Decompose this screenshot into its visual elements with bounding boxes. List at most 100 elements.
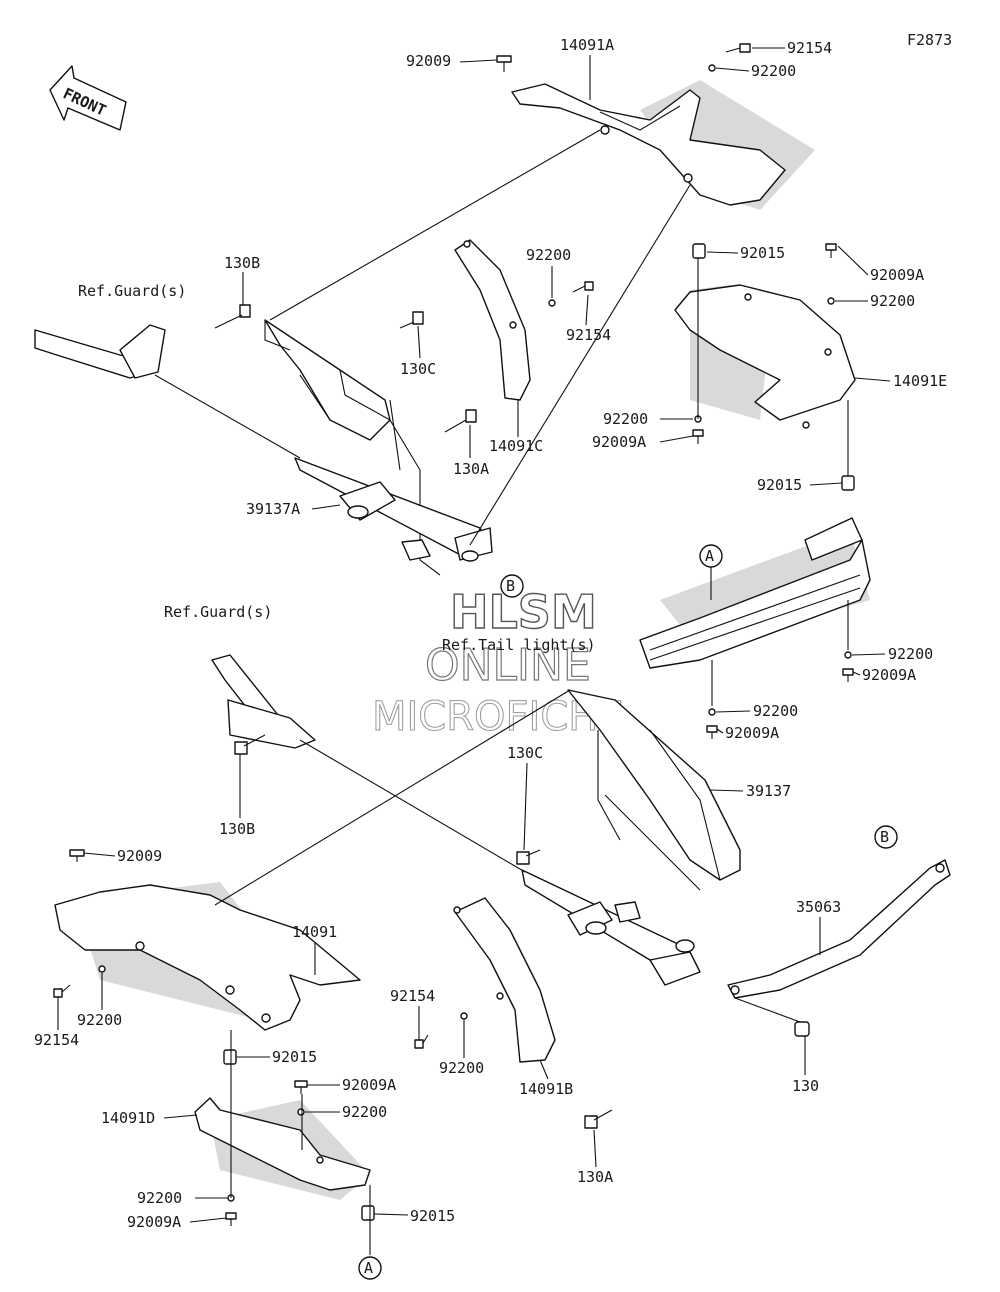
ref-guard-lower: Ref.Guard(s) <box>164 603 272 621</box>
label-14091B: 14091B <box>519 1080 573 1098</box>
label-92200: 92200 <box>137 1189 182 1207</box>
callout-a-bottom: A <box>358 1256 382 1280</box>
label-92200: 92200 <box>526 246 571 264</box>
label-92015: 92015 <box>740 244 785 262</box>
label-14091E: 14091E <box>893 372 947 390</box>
label-130B: 130B <box>219 820 255 838</box>
cover-14091 <box>54 882 361 1031</box>
callout-b-right-label: B <box>880 828 889 846</box>
label-92154: 92154 <box>34 1031 79 1049</box>
washer-icon <box>460 1012 468 1020</box>
label-92200: 92200 <box>888 645 933 663</box>
label-92200: 92200 <box>603 410 648 428</box>
label-130C: 130C <box>507 744 543 762</box>
panel-14091B <box>453 897 556 1063</box>
label-92009A: 92009A <box>870 266 924 284</box>
label-14091C: 14091C <box>489 437 543 455</box>
callout-a-top: A <box>699 544 723 600</box>
bolt-icon <box>53 984 71 998</box>
fasteners <box>53 43 855 1226</box>
label-14091A: 14091A <box>560 36 614 54</box>
bolt-icon <box>69 849 85 862</box>
bolt-icon <box>414 1034 429 1049</box>
label-14091: 14091 <box>292 923 337 941</box>
label-92009: 92009 <box>406 52 451 70</box>
label-92154: 92154 <box>787 39 832 57</box>
washer-icon <box>708 708 716 716</box>
bolt-icon <box>234 734 266 755</box>
bolt-icon <box>692 429 704 444</box>
label-35063: 35063 <box>796 898 841 916</box>
callout-b-right: B <box>874 825 898 849</box>
bolt-icon <box>725 43 751 53</box>
bolt-icon <box>706 725 718 739</box>
guard-ref-lower <box>211 654 316 749</box>
label-92009A: 92009A <box>342 1076 396 1094</box>
ref-guard-upper: Ref.Guard(s) <box>78 282 186 300</box>
callout-b-top: B <box>500 574 524 598</box>
cover-14091D <box>194 1097 371 1200</box>
bolt-icon <box>496 55 512 72</box>
label-130B: 130B <box>224 254 260 272</box>
label-92009A: 92009A <box>592 433 646 451</box>
bracket-35063 <box>727 859 951 999</box>
label-92015: 92015 <box>410 1207 455 1225</box>
bolt-icon <box>225 1212 237 1226</box>
leader-lines <box>57 47 891 1223</box>
label-92009: 92009 <box>117 847 162 865</box>
bolt-icon <box>842 668 854 682</box>
label-92009A: 92009A <box>862 666 916 684</box>
ref-tail-light: Ref.Tail light(s) <box>442 636 596 654</box>
bolt-icon <box>794 1021 810 1037</box>
front-arrow-icon: FRONT <box>49 65 127 131</box>
label-130C: 130C <box>400 360 436 378</box>
bolt-icon <box>214 304 251 329</box>
part-labels: 92009 14091A 92154 92200 130B 92200 9215… <box>34 36 947 1231</box>
nut-icon <box>692 243 706 259</box>
label-39137A: 39137A <box>246 500 300 518</box>
label-92009A: 92009A <box>127 1213 181 1231</box>
label-92200: 92200 <box>751 62 796 80</box>
bolt-icon <box>825 243 837 258</box>
label-39137: 39137 <box>746 782 791 800</box>
washer-icon <box>297 1108 305 1116</box>
guide-lines <box>154 129 849 1255</box>
label-130A: 130A <box>577 1168 613 1186</box>
label-92154: 92154 <box>566 326 611 344</box>
nut-icon <box>223 1049 237 1065</box>
bolt-icon <box>399 311 424 329</box>
bolt-icon <box>584 1109 613 1129</box>
label-92009A: 92009A <box>725 724 779 742</box>
frame-39137 <box>521 689 741 986</box>
label-92154: 92154 <box>390 987 435 1005</box>
watermark-line1: HLSM <box>450 585 597 639</box>
cover-14091E <box>674 284 856 429</box>
washer-icon <box>548 299 556 307</box>
label-130A: 130A <box>453 460 489 478</box>
panel-14091C <box>454 239 531 401</box>
nut-icon <box>841 475 855 491</box>
label-130: 130 <box>792 1077 819 1095</box>
label-14091D: 14091D <box>101 1109 155 1127</box>
bolt-icon <box>572 281 594 293</box>
label-92200: 92200 <box>342 1103 387 1121</box>
callout-b-top-label: B <box>506 577 515 595</box>
washer-icon <box>844 651 852 659</box>
watermark-line2: ONLINE <box>425 640 591 691</box>
watermark: HLSM ONLINE MICROFICHE <box>372 584 625 740</box>
callout-a-top-label: A <box>705 547 714 565</box>
cover-14091A <box>511 80 815 210</box>
bolt-icon <box>444 409 477 433</box>
label-92200: 92200 <box>439 1059 484 1077</box>
washer-icon <box>827 297 835 305</box>
figure-code: F2873 <box>907 31 952 49</box>
label-92200: 92200 <box>753 702 798 720</box>
washer-icon <box>98 965 106 973</box>
label-92015: 92015 <box>757 476 802 494</box>
tail-light-ref <box>639 517 871 669</box>
washer-icon <box>708 64 716 72</box>
guard-ref-upper <box>34 324 166 379</box>
label-92015: 92015 <box>272 1048 317 1066</box>
callout-a-bottom-label: A <box>364 1259 373 1277</box>
